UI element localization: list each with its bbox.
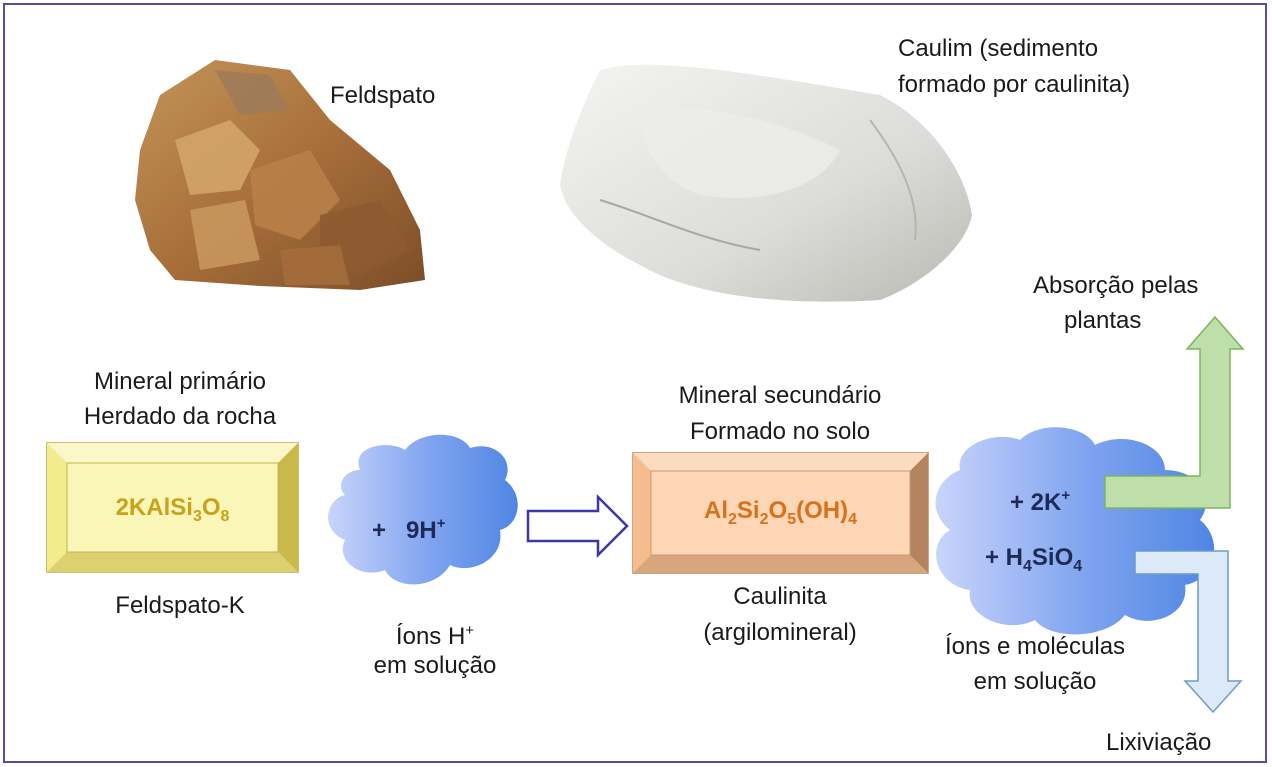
secundario-label-line2: Formado no solo (689, 418, 871, 445)
absorcao-label-line2: plantas (1064, 307, 1142, 334)
kaolinite-formula: Al2Si2O5(OH)4 (704, 497, 857, 528)
caulinita-label-line2: (argilomineral) (703, 619, 857, 646)
ions-moleculas-label-line1: Íons e moléculas (944, 633, 1126, 660)
caulim-label-line2: formado por caulinita) (898, 71, 1131, 98)
h-ions-cloud (328, 434, 518, 585)
h-ions-formula: + 9H+ (372, 515, 446, 544)
feldspar-rock-image (135, 60, 425, 290)
potassium-formula: + 2K+ (1010, 487, 1071, 516)
products-cloud (935, 427, 1215, 635)
kaolinite-box (632, 452, 929, 574)
absorption-arrow (1104, 315, 1245, 509)
kaolin-rock-image (560, 64, 972, 302)
feldspar-box (46, 442, 299, 573)
primario-label-line1: Mineral primário (93, 368, 267, 395)
secundario-label-line1: Mineral secundário (678, 382, 882, 409)
em-solucao-label-1: em solução (373, 652, 497, 679)
primario-label-line2: Herdado da rocha (83, 403, 277, 430)
feldspato-photo-label: Feldspato (330, 82, 436, 109)
feldspato-k-label: Feldspato-K (115, 592, 245, 619)
diagram-frame (3, 3, 1267, 763)
absorcao-label-line1: Absorção pelas (1033, 272, 1199, 299)
feldspar-formula: 2KAlSi3O8 (115, 494, 230, 525)
silicic-acid-formula: + H4SiO4 (985, 544, 1083, 575)
caulinita-label-line1: Caulinita (733, 583, 827, 610)
reaction-arrow (526, 493, 629, 559)
ions-moleculas-label-line2: em solução (973, 668, 1097, 695)
lixiviacao-label: Lixiviação (1106, 729, 1212, 756)
caulim-label-line1: Caulim (sedimento (898, 35, 1099, 62)
leaching-arrow (1134, 550, 1243, 714)
ions-h-label: Íons H+ (395, 622, 475, 650)
